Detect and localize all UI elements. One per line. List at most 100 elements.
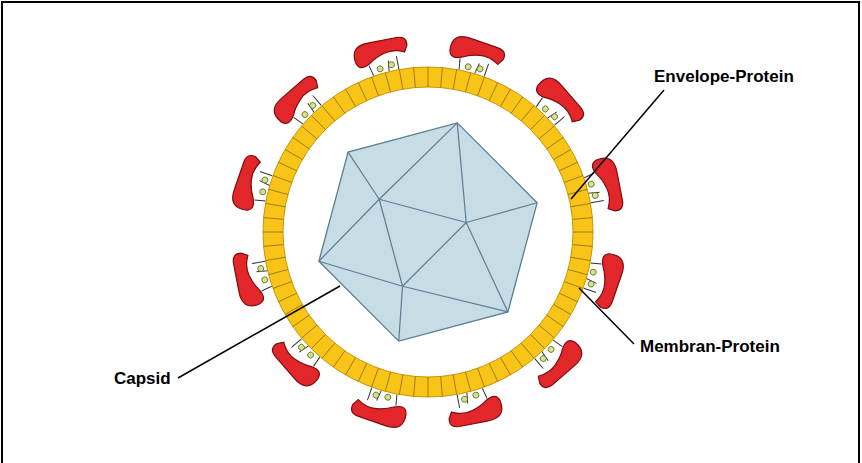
membrane-stripe <box>559 162 577 170</box>
membrane-stripe <box>559 293 577 301</box>
membrane-stripe <box>333 97 344 113</box>
membrane-stripe <box>478 368 485 387</box>
membrane-protein <box>547 345 555 353</box>
envelope-proteins <box>229 33 627 431</box>
protein-blob <box>590 252 626 310</box>
membrane-stripe <box>547 137 563 148</box>
membrane-protein <box>388 61 395 68</box>
membrane-stripe <box>273 282 292 289</box>
leader-line <box>571 90 664 199</box>
protein-blob <box>591 155 627 213</box>
membrane-protein <box>384 394 391 401</box>
membrane-stripe <box>571 257 591 260</box>
membrane-protein <box>257 265 264 272</box>
membrane-stripe <box>521 343 534 358</box>
membrane-stripe <box>539 126 554 139</box>
membrane-stripe <box>441 376 443 396</box>
capsid-edge <box>319 261 403 286</box>
membrane-stripe <box>414 68 416 88</box>
protein-blob <box>448 34 506 70</box>
membrane-stripe <box>441 68 443 88</box>
membrane-stripe <box>539 325 554 338</box>
membrane-stripe <box>269 270 288 275</box>
membrane-protein <box>261 176 268 183</box>
membrane-stripe <box>302 325 317 338</box>
membrane-stripe <box>501 358 511 375</box>
membrane-stripe <box>414 376 416 396</box>
membrane-stripe <box>521 106 534 121</box>
membrane-stripe <box>311 335 325 349</box>
membrane-stripe <box>399 70 402 90</box>
membrane-stripe <box>372 368 379 387</box>
membrane-protein <box>587 280 594 287</box>
membrane-stripe <box>489 82 497 100</box>
membrane-stripe <box>263 232 283 233</box>
membrane-stripe <box>385 73 390 92</box>
membrane-stripe <box>346 89 356 106</box>
membrane-protein <box>261 276 268 283</box>
capsid-edge <box>379 123 457 199</box>
membrane-stripe <box>572 218 592 220</box>
membrane-stripe <box>573 232 593 233</box>
membrane-protein <box>539 354 547 362</box>
membrane-stripe <box>564 176 583 183</box>
membrane-stripes <box>263 67 593 397</box>
membrane-inner <box>283 87 573 377</box>
membrane-stripe <box>453 70 456 90</box>
capsid-edge <box>466 203 537 223</box>
membrane-stripe <box>564 282 583 289</box>
membrane-protein <box>464 63 471 70</box>
membrane-stripe <box>311 115 325 129</box>
protein-blob <box>349 394 407 430</box>
membrane-protein <box>472 391 479 398</box>
membrane-stripe <box>278 162 296 170</box>
part-label: Membran-Protein <box>640 338 780 357</box>
membrane-stripe <box>453 375 456 395</box>
membrane-protein <box>590 268 597 275</box>
protein-blob <box>229 250 265 308</box>
membrane-ring <box>273 77 583 387</box>
capsid-edge <box>457 123 466 223</box>
membrane-protein <box>301 110 309 118</box>
capsid-outline <box>319 123 537 341</box>
membrane-stripe <box>428 377 429 397</box>
membrane-stripe <box>547 315 563 326</box>
membrane-stripe <box>399 375 402 395</box>
membrane-stripe <box>568 270 587 275</box>
membrane-stripe <box>285 150 302 160</box>
membrane-stripe <box>302 126 317 139</box>
capsid-edge <box>348 152 379 199</box>
membrane-stripe <box>266 203 286 206</box>
capsid-edge <box>399 286 403 341</box>
membrane-stripe <box>531 335 545 349</box>
membrane-protein <box>550 112 558 120</box>
membrane-stripe <box>273 176 292 183</box>
membrane-protein <box>297 343 305 351</box>
membrane-stripe <box>466 372 471 391</box>
membrane-stripe <box>478 77 485 96</box>
membrane-stripe <box>554 305 571 315</box>
membrane-stripe <box>531 115 545 129</box>
membrane-stripe <box>571 203 591 206</box>
membrane-stripe <box>501 89 511 106</box>
membrane-stripe <box>511 97 522 113</box>
membrane-stripe <box>333 351 344 367</box>
membrane-stripe <box>489 363 497 381</box>
leader-line <box>178 286 340 378</box>
leader-line <box>579 288 634 344</box>
membrane-stripe <box>266 257 286 260</box>
part-label: Envelope-Protein <box>654 68 794 87</box>
membrane-stripe <box>358 82 366 100</box>
capsid-edge <box>379 199 402 286</box>
membrane-stripe <box>346 358 356 375</box>
membrane-stripe <box>264 218 284 220</box>
membrane-protein <box>587 180 594 187</box>
membrane-protein <box>592 192 599 199</box>
capsid-edge <box>403 223 467 287</box>
membrane-protein <box>372 391 379 398</box>
membrane-stripe <box>322 106 335 121</box>
capsid-edge <box>319 199 379 261</box>
membrane-stripe <box>554 150 571 160</box>
membrane-protein <box>476 65 483 72</box>
part-label: Capsid <box>114 370 171 389</box>
